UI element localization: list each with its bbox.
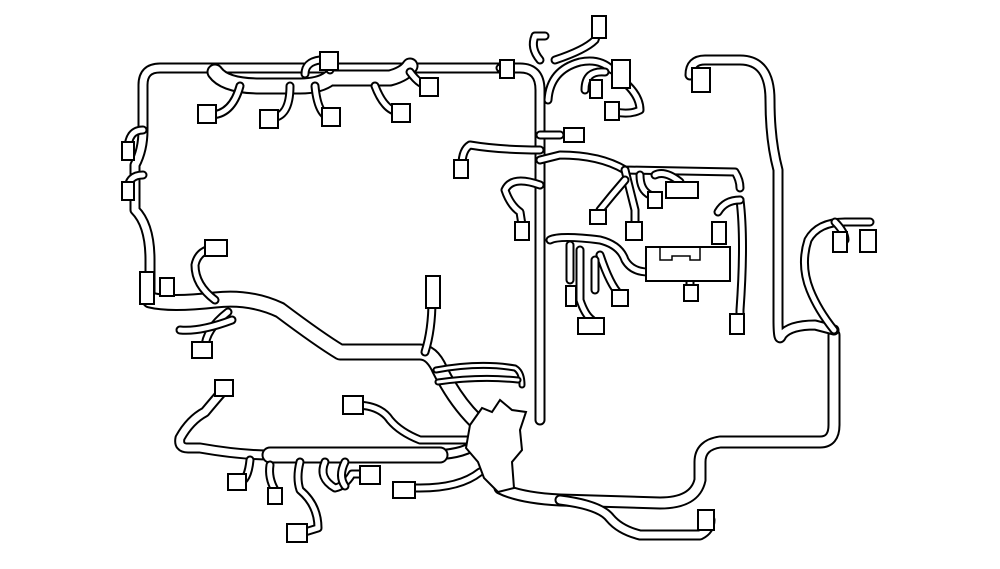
wire-connector bbox=[319, 51, 339, 71]
wire-connector bbox=[604, 101, 620, 121]
wire-segment bbox=[318, 457, 373, 493]
wire-connector bbox=[589, 209, 607, 225]
wire-connector bbox=[729, 313, 745, 335]
wire-connector bbox=[392, 481, 416, 499]
wire-segment bbox=[434, 374, 522, 386]
wire-segment bbox=[337, 457, 350, 491]
wire-connector bbox=[286, 523, 308, 543]
wire-connector bbox=[204, 239, 228, 257]
wire-connector bbox=[499, 59, 515, 79]
wire-segment bbox=[293, 457, 323, 537]
wire-connector bbox=[453, 159, 469, 179]
wire-segment bbox=[500, 176, 545, 230]
wire-segment bbox=[650, 169, 685, 187]
wire-segment bbox=[595, 175, 630, 215]
wire-connector bbox=[711, 221, 727, 245]
wire-connector bbox=[191, 341, 213, 359]
wire-segment bbox=[493, 328, 841, 510]
wire-connector bbox=[625, 221, 643, 241]
wire-segment bbox=[620, 165, 640, 235]
wire-segment bbox=[350, 400, 475, 445]
wire-connector bbox=[691, 67, 711, 93]
wire-connector bbox=[419, 77, 439, 97]
wire-connector bbox=[514, 221, 530, 241]
wire-connector bbox=[589, 79, 603, 99]
wire-connector bbox=[611, 59, 631, 89]
wire-segment bbox=[580, 67, 610, 95]
harness-connectors bbox=[121, 15, 877, 543]
wire-segment bbox=[175, 315, 237, 335]
wire-connector bbox=[391, 103, 411, 123]
wire-connector bbox=[139, 271, 155, 305]
wire-segment bbox=[400, 467, 485, 493]
wire-connector bbox=[832, 231, 848, 253]
wire-connector bbox=[159, 277, 175, 297]
wire-connector bbox=[563, 127, 585, 143]
wire-segment bbox=[300, 55, 325, 79]
wire-connector bbox=[425, 275, 441, 309]
wire-connector bbox=[267, 487, 283, 505]
wire-segment bbox=[528, 31, 550, 65]
wire-connector bbox=[859, 229, 877, 253]
wire-connector bbox=[665, 181, 699, 199]
wire-connector bbox=[121, 141, 135, 161]
wire-connector bbox=[647, 191, 663, 209]
wire-connector bbox=[591, 15, 607, 39]
wire-segment bbox=[800, 217, 875, 335]
wire-connector bbox=[611, 289, 629, 307]
wire-connector bbox=[227, 473, 247, 491]
wire-segment bbox=[735, 195, 747, 325]
wire-connector bbox=[121, 181, 135, 201]
wire-segment bbox=[575, 245, 597, 325]
wire-connector bbox=[214, 379, 234, 397]
wire-connector bbox=[565, 285, 577, 307]
wire-connector bbox=[577, 317, 605, 335]
wire-segment bbox=[457, 140, 545, 170]
wire-connector bbox=[321, 107, 341, 127]
wire-connector bbox=[342, 395, 364, 415]
wire-segment bbox=[174, 386, 481, 461]
wire-segment bbox=[265, 460, 280, 495]
wire-segment bbox=[550, 25, 603, 65]
wire-connector bbox=[359, 465, 381, 485]
wire-segment bbox=[129, 62, 546, 426]
wire-connector bbox=[683, 284, 699, 302]
wire-segment bbox=[543, 56, 627, 105]
wire-segment bbox=[545, 233, 653, 277]
fuse-relay-box bbox=[645, 246, 731, 282]
wire-segment bbox=[141, 290, 484, 429]
wire-connector bbox=[697, 509, 715, 531]
wire-segment bbox=[684, 54, 840, 344]
central-junction-grommet bbox=[464, 398, 528, 494]
wire-connector bbox=[259, 109, 279, 129]
wire-segment bbox=[432, 361, 526, 389]
wire-connector bbox=[197, 104, 217, 124]
wire-segment bbox=[713, 195, 745, 217]
